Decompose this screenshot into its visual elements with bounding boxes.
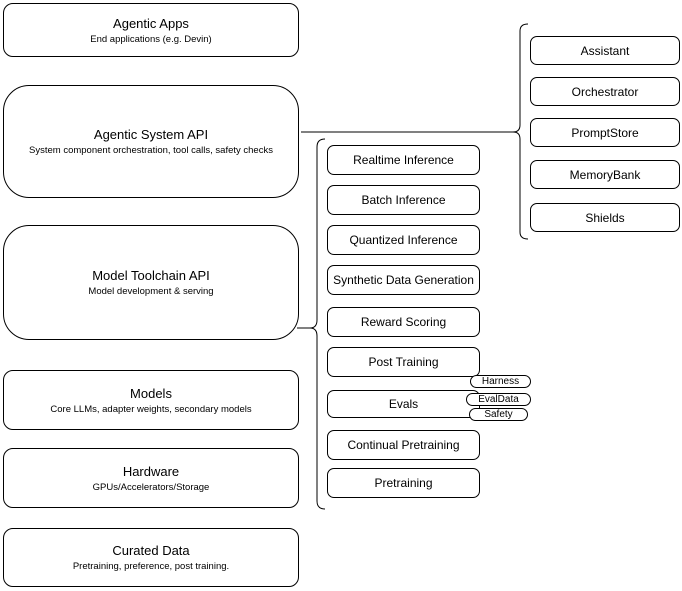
batch-inference-node: Batch Inference [327,185,480,215]
agentic-apps-title: Agentic Apps [113,15,189,31]
realtime-inference-node: Realtime Inference [327,145,480,175]
evals-harness-badge: Harness [470,375,531,388]
synthetic-data-generation-node: Synthetic Data Generation [327,265,480,295]
model-toolchain-api-subtitle: Model development & serving [88,286,214,297]
models-subtitle: Core LLMs, adapter weights, secondary mo… [50,403,252,415]
hardware-subtitle: GPUs/Accelerators/Storage [92,481,210,493]
evals-evaldata-badge: EvalData [466,393,531,406]
curated-data-title: Curated Data [112,543,190,558]
hardware-title: Hardware [122,463,180,479]
assistant-node: Assistant [530,36,680,65]
quantized-inference-node: Quantized Inference [327,225,480,255]
post-training-node: Post Training [327,347,480,377]
shields-node: Shields [530,203,680,232]
agentic-apps-subtitle: End applications (e.g. Devin) [90,33,212,45]
hardware-box: Hardware GPUs/Accelerators/Storage [3,448,299,508]
agentic-apps-box: Agentic Apps End applications (e.g. Devi… [3,3,299,57]
reward-scoring-node: Reward Scoring [327,307,480,337]
memorybank-node: MemoryBank [530,160,680,189]
middle-group-brace [309,138,326,510]
continual-pretraining-node: Continual Pretraining [327,430,480,460]
model-toolchain-api-box: Model Toolchain API Model development & … [3,225,299,340]
models-title: Models [130,385,172,401]
right-group-brace [512,23,529,240]
model-toolchain-api-title: Model Toolchain API [92,268,210,283]
agentic-system-api-box: Agentic System API System component orch… [3,85,299,198]
agentic-system-api-title: Agentic System API [93,127,209,142]
evals-safety-badge: Safety [469,408,528,421]
curated-data-subtitle: Pretraining, preference, post training. [72,561,230,572]
promptstore-node: PromptStore [530,118,680,147]
curated-data-box: Curated Data Pretraining, preference, po… [3,528,299,587]
pretraining-node: Pretraining [327,468,480,498]
agentic-system-api-subtitle: System component orchestration, tool cal… [29,145,273,156]
models-box: Models Core LLMs, adapter weights, secon… [3,370,299,430]
orchestrator-node: Orchestrator [530,77,680,106]
evals-node: Evals [327,390,480,418]
